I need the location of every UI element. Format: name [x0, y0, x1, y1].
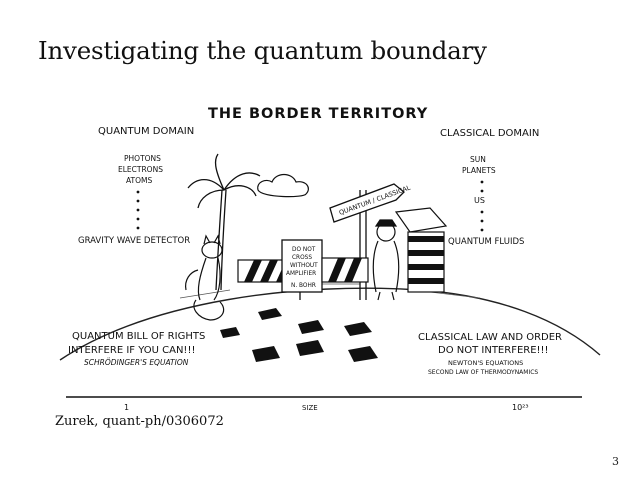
guard-booth-drawing: [394, 207, 448, 293]
size-axis-right-tick: 10²³: [512, 403, 529, 412]
classical-item-planets: PLANETS: [462, 166, 496, 175]
size-axis-left-tick: 1: [124, 403, 129, 412]
quantum-dots: [136, 190, 140, 230]
warning-sign-signature: N. BOHR: [291, 283, 316, 289]
citation-credit: Zurek, quant-ph/0306072: [55, 414, 224, 429]
page-number: 3: [612, 455, 619, 468]
border-barrier-right: [321, 257, 369, 283]
classical-domain-label: CLASSICAL DOMAIN: [440, 128, 539, 139]
slide-title: Investigating the quantum boundary: [38, 36, 487, 65]
quantum-item-atoms: ATOMS: [126, 176, 153, 185]
warning-sign-line-1: DO NOT: [292, 247, 316, 253]
quantum-domain-label: QUANTUM DOMAIN: [98, 126, 194, 137]
classical-item-us: US: [474, 196, 485, 205]
quantum-item-electrons: ELECTRONS: [118, 165, 163, 174]
classical-dots-upper: [480, 180, 484, 193]
quantum-bill-line-3: SCHRÖDINGER'S EQUATION: [84, 358, 189, 367]
classical-law-line-3: NEWTON'S EQUATIONS: [448, 359, 523, 367]
quantum-fluids-label: QUANTUM FLUIDS: [448, 237, 524, 247]
classical-law-heading: CLASSICAL LAW AND ORDER: [418, 332, 562, 343]
warning-sign-line-2: CROSS: [292, 255, 312, 261]
palm-tree-drawing: [187, 153, 261, 291]
schrodinger-cat-drawing: [185, 234, 225, 321]
classical-item-sun: SUN: [470, 155, 486, 164]
classical-law-line-4: SECOND LAW OF THERMODYNAMICS: [428, 369, 538, 376]
border-guard-drawing: [372, 219, 400, 301]
quantum-bill-line-2: INTERFERE IF YOU CAN!!!: [68, 345, 195, 356]
warning-sign-line-4: AMPLIFIER: [286, 271, 316, 277]
size-axis-label: SIZE: [302, 404, 318, 412]
quantum-bill-heading: QUANTUM BILL OF RIGHTS: [72, 331, 205, 342]
warning-sign-line-3: WITHOUT: [290, 263, 318, 269]
classical-dots-lower: [480, 210, 484, 232]
cloud-drawing: [257, 173, 309, 198]
ground-hill: [59, 287, 601, 361]
gravity-wave-detector-label: GRAVITY WAVE DETECTOR: [78, 236, 190, 246]
quantum-item-photons: PHOTONS: [124, 154, 161, 163]
cartoon-heading: THE BORDER TERRITORY: [208, 106, 428, 122]
stepping-stones: [220, 308, 378, 362]
classical-law-line-2: DO NOT INTERFERE!!!: [438, 345, 549, 356]
